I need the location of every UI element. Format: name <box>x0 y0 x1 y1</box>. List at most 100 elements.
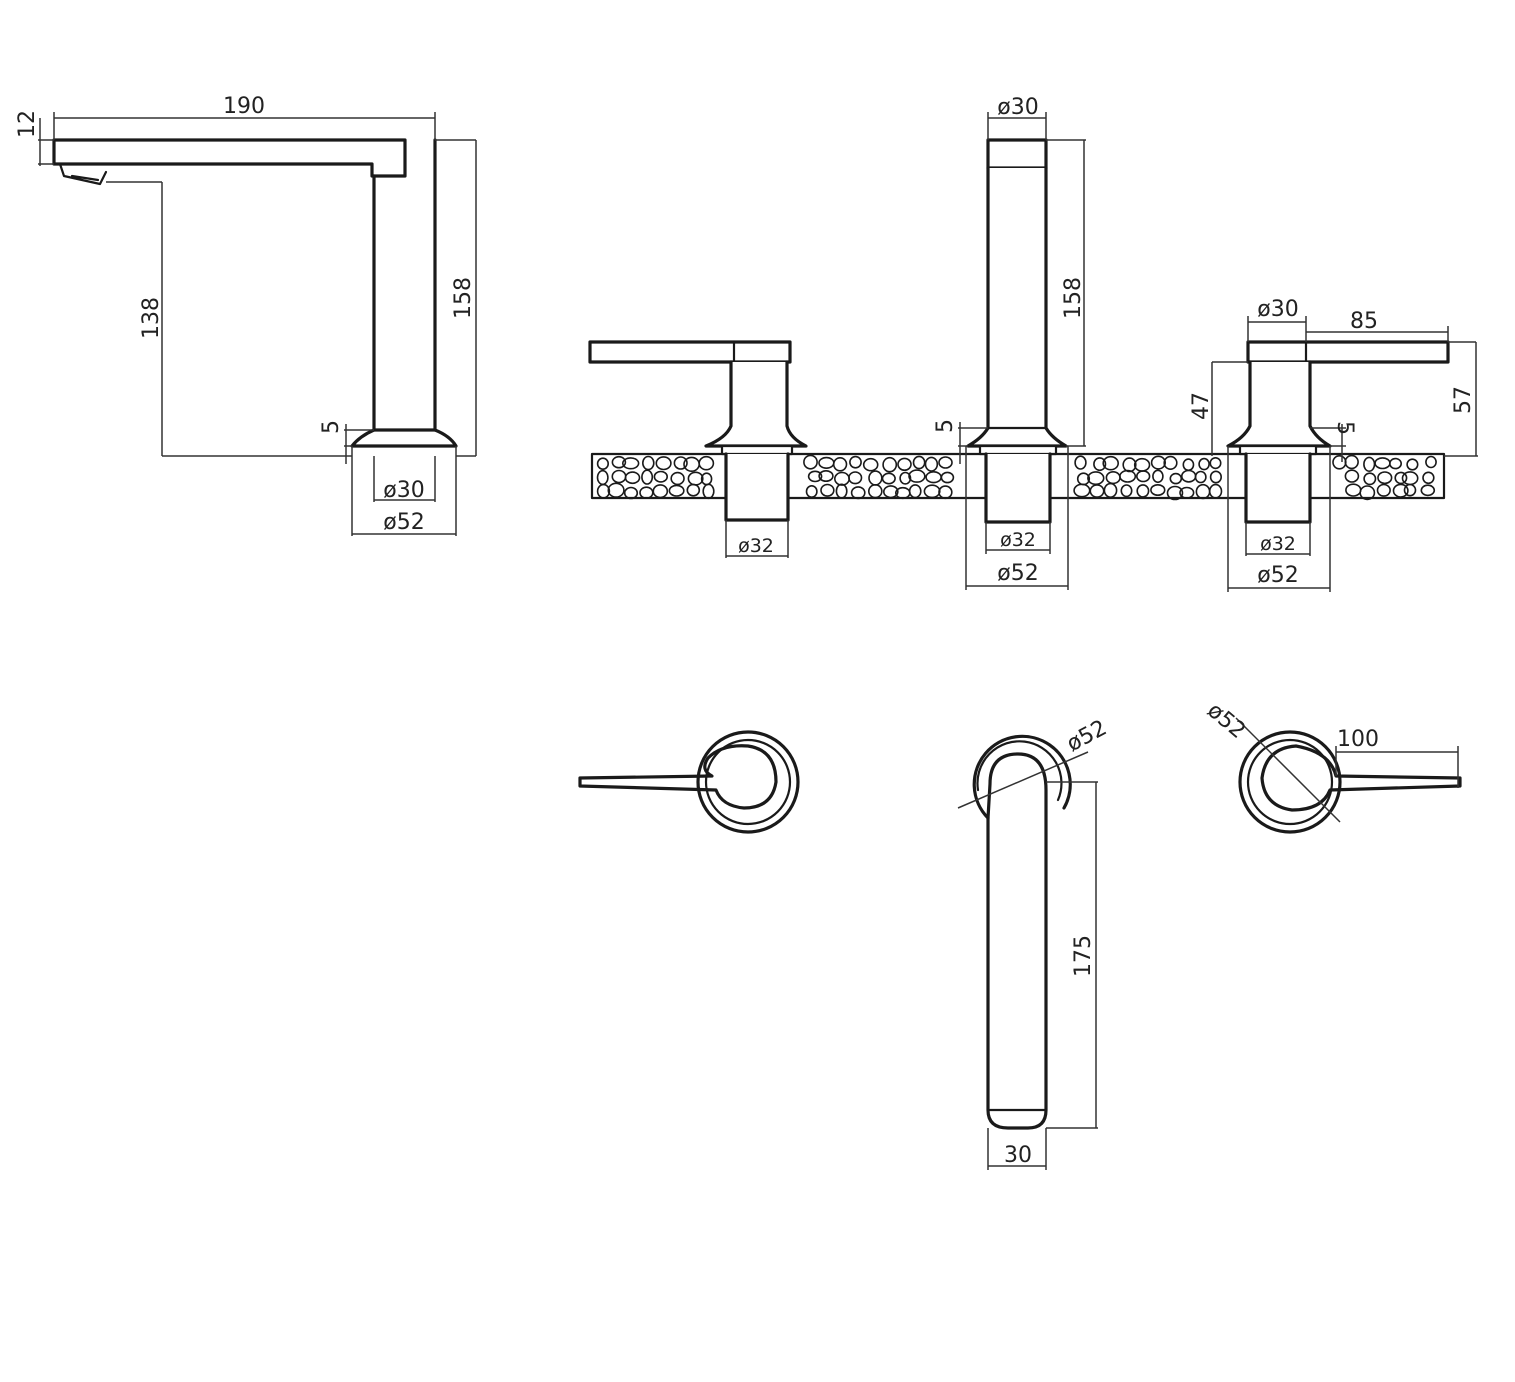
dim-front-spout-dia: ø30 <box>997 95 1038 120</box>
top-left-handle <box>578 730 800 834</box>
stone-texture <box>1179 486 1195 499</box>
stone-texture <box>1377 471 1393 485</box>
stone-texture <box>849 455 862 469</box>
side-stem <box>372 138 437 432</box>
stone-texture <box>1182 458 1195 472</box>
stone-texture <box>803 454 818 470</box>
dim-front-gap-right: 5 <box>1332 421 1357 435</box>
dim-top-spout-length: 175 <box>1071 935 1096 977</box>
stone-texture <box>818 456 835 470</box>
stone-texture <box>1209 457 1222 470</box>
stone-texture <box>686 483 701 497</box>
stone-texture <box>641 455 655 471</box>
dim-side-base-dia: ø52 <box>383 510 424 535</box>
dim-front-right-base: ø52 <box>1257 563 1298 588</box>
dim-front-handle-height: 47 <box>1189 392 1214 420</box>
stone-texture <box>1103 482 1118 499</box>
top-center-spout <box>972 734 1072 1130</box>
stone-texture <box>1150 455 1166 470</box>
side-view: 190 12 138 158 5 ø30 ø52 <box>15 94 477 536</box>
stone-texture <box>607 482 625 498</box>
stone-texture <box>867 484 883 499</box>
stone-texture <box>882 456 898 473</box>
center-spout <box>966 138 1068 524</box>
dim-top-center-dia: ø52 <box>1063 715 1111 757</box>
stone-texture <box>1209 470 1222 484</box>
dim-front-gap-center: 5 <box>933 419 958 433</box>
stone-texture <box>702 483 715 500</box>
stone-texture <box>1166 485 1184 501</box>
stone-texture <box>1374 457 1391 470</box>
dim-side-spout-height: 138 <box>139 297 164 339</box>
stone-texture <box>1422 471 1435 485</box>
stone-texture <box>882 485 899 499</box>
stone-texture <box>1344 469 1360 483</box>
front-view: ø30 158 5 ø32 ø32 ø52 ø30 85 47 57 5 ø32… <box>588 95 1478 592</box>
dim-front-left-pipe: ø32 <box>738 535 774 557</box>
stone-texture <box>641 469 654 485</box>
stone-texture <box>670 471 685 486</box>
stone-texture <box>924 456 939 472</box>
stone-texture <box>668 484 685 497</box>
stone-texture <box>1403 483 1417 497</box>
side-spout-arm <box>52 138 407 178</box>
top-view: ø52 ø52 100 175 30 <box>578 698 1462 1170</box>
stone-texture <box>833 471 850 486</box>
dim-top-right-dia: ø52 <box>1202 698 1250 744</box>
stone-texture <box>1406 458 1419 471</box>
stone-texture <box>940 471 955 484</box>
stone-texture <box>1195 483 1211 500</box>
stone-texture <box>596 469 609 486</box>
stone-texture <box>820 483 835 497</box>
stone-texture <box>596 483 611 499</box>
dim-front-center-pipe: ø32 <box>1000 529 1036 551</box>
side-base <box>350 428 458 448</box>
left-handle <box>588 340 808 522</box>
dim-front-spout-height: 158 <box>1061 277 1086 319</box>
stone-texture <box>611 455 627 469</box>
stone-texture <box>652 484 669 499</box>
stone-texture <box>1089 484 1105 498</box>
stone-texture <box>1420 484 1436 497</box>
stone-texture <box>623 486 639 500</box>
stone-texture <box>1344 454 1359 470</box>
stone-texture <box>1208 483 1223 499</box>
stone-texture <box>1133 457 1151 472</box>
stone-texture <box>1392 483 1409 498</box>
stone-texture <box>1163 455 1178 471</box>
dim-side-base-gap: 5 <box>319 420 344 434</box>
stone-texture <box>1194 470 1207 484</box>
dim-top-handle-length: 100 <box>1337 727 1379 752</box>
stone-texture <box>899 471 912 485</box>
stone-texture <box>653 470 668 483</box>
stone-texture <box>1425 455 1437 469</box>
stone-texture <box>1180 469 1197 483</box>
stone-texture <box>912 455 926 470</box>
stone-texture <box>923 484 941 499</box>
stone-texture <box>596 457 610 471</box>
stone-texture <box>1389 457 1403 470</box>
stone-texture <box>698 455 715 471</box>
dim-front-center-base: ø52 <box>997 561 1038 586</box>
stone-texture <box>1136 484 1150 498</box>
stone-texture <box>1074 455 1087 470</box>
stone-texture <box>1363 456 1376 472</box>
stone-texture <box>624 471 641 485</box>
dim-side-total-height: 158 <box>451 277 476 319</box>
dim-front-handle-total: 57 <box>1451 386 1476 414</box>
stone-texture <box>1332 454 1347 470</box>
stone-texture <box>1401 471 1419 486</box>
top-right-handle <box>1238 730 1462 834</box>
stone-texture <box>925 471 942 484</box>
stone-texture <box>908 469 926 483</box>
stone-texture <box>832 456 848 472</box>
stone-texture <box>639 486 654 500</box>
stone-texture <box>1087 471 1105 486</box>
stone-texture <box>1135 470 1151 483</box>
stone-texture <box>908 484 922 499</box>
dim-top-spout-width: 30 <box>1004 1143 1032 1168</box>
stone-texture <box>938 485 953 500</box>
dim-front-handle-length: 85 <box>1350 309 1378 334</box>
stone-texture <box>1363 472 1377 486</box>
